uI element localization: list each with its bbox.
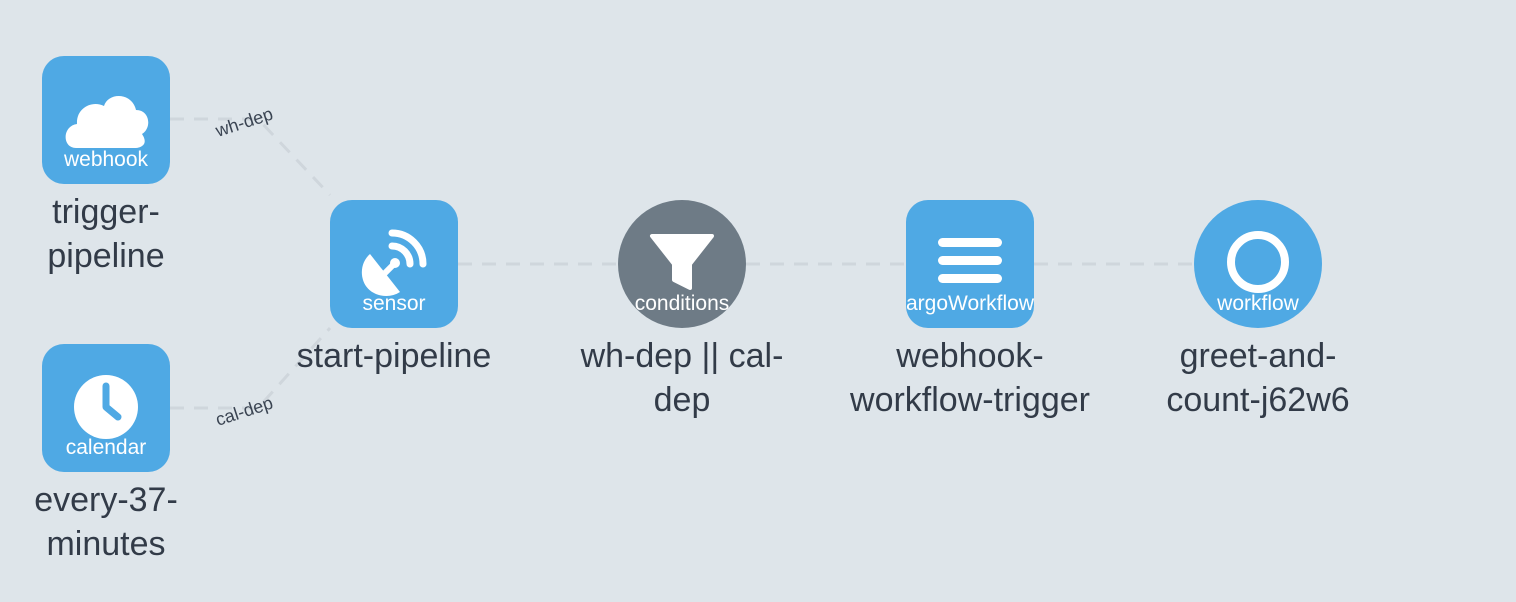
edge-label-cal-dep: cal-dep — [213, 393, 275, 430]
conditions-node[interactable]: conditions wh-dep || cal-dep — [581, 200, 783, 419]
satellite-dish-icon — [361, 229, 427, 296]
node-name-label: greet-and-count-j62w6 — [1166, 337, 1350, 419]
node-name-label: wh-dep || cal-dep — [580, 337, 784, 419]
node-type-label: webhook — [63, 148, 149, 171]
webhook-node[interactable]: webhook trigger-pipeline — [42, 56, 170, 275]
calendar-node[interactable]: calendar every-37-minutes — [34, 344, 178, 563]
node-type-label: argoWorkflow — [906, 292, 1034, 315]
node-type-label: workflow — [1217, 292, 1299, 315]
clock-icon — [74, 375, 138, 439]
node-type-label: conditions — [634, 292, 730, 315]
cloud-icon — [65, 95, 149, 148]
sensor-node[interactable]: sensor start-pipeline — [297, 200, 491, 375]
funnel-icon — [650, 234, 714, 290]
node-name-label: every-37-minutes — [34, 481, 178, 563]
edge-calendar-sensor — [170, 326, 332, 410]
trigger-node[interactable]: argoWorkflow webhook-workflow-trigger — [850, 200, 1090, 419]
node-name-label: webhook-workflow-trigger — [850, 337, 1090, 419]
node-type-label: sensor — [362, 292, 426, 315]
bars-icon — [938, 238, 1002, 283]
node-name-label: start-pipeline — [296, 337, 492, 375]
edge-label-wh-dep: wh-dep — [212, 104, 275, 142]
node-name-label: trigger-pipeline — [47, 193, 165, 275]
ring-icon — [1227, 231, 1289, 293]
node-type-label: calendar — [65, 436, 147, 459]
workflow-node[interactable]: workflow greet-and-count-j62w6 — [1166, 200, 1350, 419]
edge-webhook-sensor — [170, 117, 332, 197]
